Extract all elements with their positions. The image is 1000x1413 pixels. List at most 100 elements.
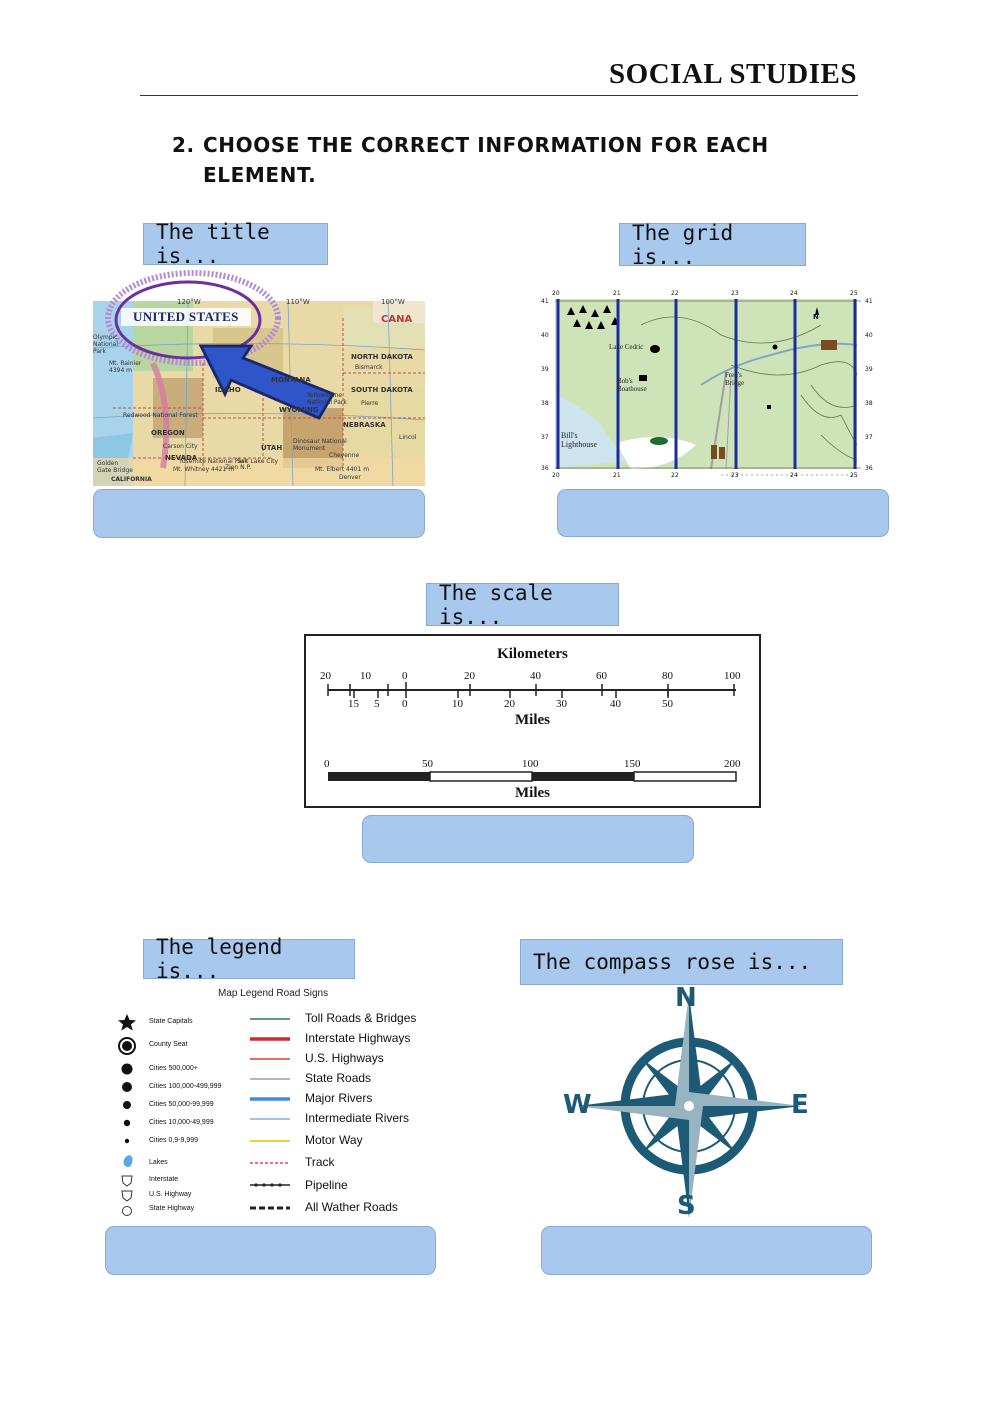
grid-col-label: 21 xyxy=(613,290,621,297)
legend-left-label: Cities 100,000-499,999 xyxy=(149,1083,222,1090)
grid-row-label: 38 xyxy=(541,400,549,407)
scale-km-tick: 100 xyxy=(724,670,741,682)
scale-bar-tick: 150 xyxy=(624,758,641,770)
scale-mile-tick: 15 xyxy=(348,698,359,710)
scale-miles-title-1: Miles xyxy=(515,712,550,728)
legend-right-label: Pipeline xyxy=(305,1178,348,1192)
title-map-label: CANA xyxy=(381,314,413,325)
title-map-label: Zion N.P. xyxy=(225,464,252,471)
grid-row-label: 36 xyxy=(865,465,873,472)
title-map-label: Bismarck xyxy=(355,364,383,371)
scale-bar-tick: 0 xyxy=(324,758,330,770)
title-map-label: Redwood National Forest xyxy=(123,412,198,419)
prompt-grid-text: The grid is... xyxy=(632,220,734,269)
grid-col-label: 20 xyxy=(552,290,560,297)
prompt-title-text: The title is... xyxy=(156,220,270,268)
scale-km-tick: 0 xyxy=(402,670,408,682)
title-map-label: NORTH DAKOTA xyxy=(351,353,413,361)
title-map-label: Pierre xyxy=(361,400,379,407)
compass-answer-box[interactable] xyxy=(541,1226,872,1275)
instruction-number: 2. xyxy=(172,133,195,157)
legend-left-label: Cities 10,000-49,999 xyxy=(149,1119,214,1126)
subject-title: SOCIAL STUDIES xyxy=(609,58,857,90)
title-map-label: UTAH xyxy=(261,444,283,452)
prompt-legend: The legend is... xyxy=(143,935,355,983)
grid-north-label: N xyxy=(813,313,819,321)
title-map-long-120: 120°W xyxy=(177,298,201,306)
grid-row-label: 38 xyxy=(865,400,873,407)
legend-right-label: Major Rivers xyxy=(305,1091,373,1105)
header-divider xyxy=(140,95,858,96)
title-map-label: Cheyenne xyxy=(329,452,360,459)
title-map-long-100: 100°W xyxy=(381,298,405,306)
scale-bar-tick: 50 xyxy=(422,758,433,770)
scale-answer-box[interactable] xyxy=(362,815,694,863)
legend-answer-box[interactable] xyxy=(105,1226,436,1275)
grid-col-label: 21 xyxy=(613,472,621,479)
grid-col-label: 25 xyxy=(850,290,858,297)
legend-left-label: State Highway xyxy=(149,1205,195,1212)
grid-row-label: 41 xyxy=(865,298,873,305)
legend-left-label: Lakes xyxy=(149,1159,168,1166)
grid-row-label: 39 xyxy=(541,366,549,373)
title-map-label: WYOMING xyxy=(279,406,319,414)
grid-row-label: 40 xyxy=(865,332,873,339)
scale-km-tick: 20 xyxy=(320,670,331,682)
title-map-label: IDAHO xyxy=(215,386,241,394)
scale-mile-tick: 10 xyxy=(452,698,463,710)
title-answer-box[interactable] xyxy=(93,489,425,538)
title-map-label: NEVADA xyxy=(165,454,198,462)
scale-image: Kilometers 20 10 0 20 40 60 80 100 15 5 … xyxy=(304,634,761,808)
scale-km-title: Kilometers xyxy=(497,646,568,662)
scale-miles-title-2: Miles xyxy=(515,785,550,801)
instruction: 2.CHOOSE THE CORRECT INFORMATION FOR EAC… xyxy=(172,130,812,190)
prompt-scale-text: The scale is... xyxy=(439,580,553,629)
title-map-label: SOUTH DAKOTA xyxy=(351,386,413,394)
title-map-image: UNITED STATES 120°W 110°W 100°W CANA NOR… xyxy=(93,268,425,486)
scale-mile-tick: 50 xyxy=(662,698,673,710)
scale-mile-tick: 0 xyxy=(402,698,408,710)
grid-col-label: 24 xyxy=(790,472,798,479)
grid-col-label: 22 xyxy=(671,290,679,297)
grid-row-label: 39 xyxy=(865,366,873,373)
legend-left-label: Interstate xyxy=(149,1176,179,1183)
legend-left-label: County Seat xyxy=(149,1041,188,1048)
legend-title: Map Legend Road Signs xyxy=(218,988,329,999)
title-map-label: Denver xyxy=(339,474,361,481)
grid-col-label: 23 xyxy=(731,472,739,479)
title-map-label: Mt. Elbert 4401 m xyxy=(315,466,370,473)
prompt-title: The title is... xyxy=(143,220,328,268)
scale-mile-tick: 5 xyxy=(374,698,380,710)
scale-bar-tick: 100 xyxy=(522,758,539,770)
legend-right-label: All Wather Roads xyxy=(305,1200,398,1214)
prompt-grid: The grid is... xyxy=(619,220,806,269)
scale-km-tick: 60 xyxy=(596,670,607,682)
title-map-label: Olympic National Park xyxy=(93,334,119,355)
title-map-label: NEBRASKA xyxy=(343,421,386,429)
grid-col-label: 23 xyxy=(731,290,739,297)
legend-right-label: Intermediate Rivers xyxy=(305,1111,410,1125)
grid-row-label: 37 xyxy=(541,434,549,441)
legend-right-label: U.S. Highways xyxy=(305,1051,384,1065)
title-map-banner: UNITED STATES xyxy=(133,309,239,324)
grid-answer-box[interactable] xyxy=(557,489,889,537)
title-map-label: Golden Gate Bridge xyxy=(97,460,133,474)
grid-map-image: 20 21 22 23 24 25 20 21 22 23 24 25 41 4… xyxy=(521,285,889,485)
legend-image: Map Legend Road Signs State Capitals Cou… xyxy=(110,984,440,1222)
legend-left-label: Cities 50,000-99,999 xyxy=(149,1101,214,1108)
grid-place-label: Bob's Boathouse xyxy=(617,377,647,393)
scale-bar-tick: 200 xyxy=(724,758,741,770)
legend-right-label: State Roads xyxy=(305,1071,372,1085)
title-map-label: Salt Lake City xyxy=(237,458,279,465)
prompt-legend-text: The legend is... xyxy=(156,935,283,983)
legend-right-label: Interstate Highways xyxy=(305,1031,411,1045)
grid-col-label: 24 xyxy=(790,290,798,297)
grid-place-label: Bill's Lighthouse xyxy=(561,431,597,449)
title-map-long-110: 110°W xyxy=(286,298,310,306)
title-map-label: Mt. Whitney 4421 m xyxy=(173,466,235,473)
grid-row-label: 36 xyxy=(541,465,549,472)
prompt-compass-text: The compass rose is... xyxy=(533,950,812,974)
compass-east-label: E xyxy=(791,1090,809,1120)
scale-km-tick: 80 xyxy=(662,670,673,682)
grid-row-label: 37 xyxy=(865,434,873,441)
